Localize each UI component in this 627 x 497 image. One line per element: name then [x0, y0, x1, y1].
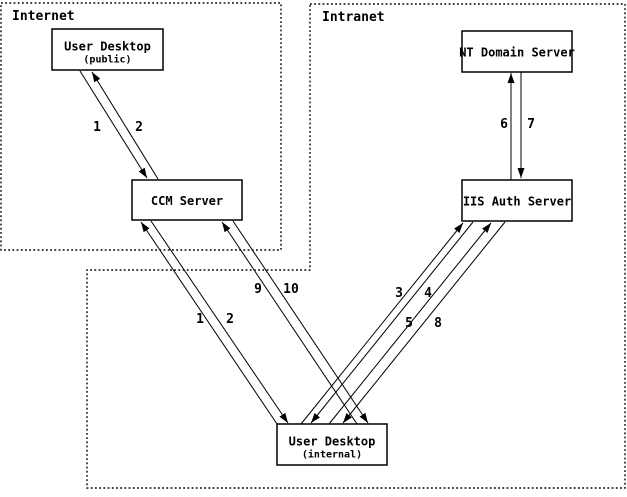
zone-intranet: Intranet — [86, 3, 626, 489]
arrow-1-public-to-ccm-line — [79, 70, 148, 179]
node-box-iis-auth-server — [461, 179, 573, 222]
arrow-4-iis-to-internal-line — [310, 221, 474, 424]
arrow-3-internal-to-iis: 3 — [300, 222, 464, 425]
node-subtitle-user-desktop-public: (public) — [83, 54, 131, 66]
arrow-9-internal-to-ccm-line — [221, 221, 358, 425]
node-subtitle-user-desktop-internal: (internal) — [302, 449, 362, 461]
arrow-1-internal-to-ccm: 1 — [140, 221, 278, 425]
arrow-2-ccm-to-public-line — [91, 71, 159, 180]
node-title-nt-domain-server: NT Domain Server — [459, 46, 575, 60]
node-box-nt-domain-server — [461, 30, 573, 73]
node-box-ccm-server — [131, 179, 243, 221]
node-title-user-desktop-internal: User Desktop — [289, 435, 376, 449]
node-title-iis-auth-server: IIS Auth Server — [463, 195, 571, 209]
node-box-user-desktop-public — [51, 28, 164, 71]
arrow-8-iis-to-internal: 8 — [342, 221, 506, 424]
arrow-1-public-to-ccm: 1 — [79, 70, 148, 179]
zone-label-internet: Internet — [12, 9, 75, 24]
arrow-4-iis-to-internal: 4 — [310, 221, 474, 424]
arrow-10-ccm-to-internal: 10 — [232, 220, 369, 424]
node-title-ccm-server: CCM Server — [151, 194, 223, 208]
node-nt-domain-server: NT Domain Server — [459, 30, 575, 73]
node-box-user-desktop-internal — [276, 423, 388, 466]
arrow-9-internal-to-ccm: 9 — [221, 221, 358, 425]
arrow-6-iis-to-nt-label: 6 — [500, 117, 508, 132]
arrow-3-internal-to-iis-line — [300, 222, 464, 425]
node-user-desktop-public: User Desktop(public) — [51, 28, 164, 71]
node-ccm-server: CCM Server — [131, 179, 243, 221]
arrow-4-iis-to-internal-label: 4 — [424, 286, 432, 301]
arrow-3-internal-to-iis-label: 3 — [395, 286, 403, 301]
arrow-2-ccm-to-public-label: 2 — [135, 120, 143, 135]
arrow-2-ccm-to-internal-line — [150, 220, 289, 424]
arrow-1-public-to-ccm-label: 1 — [93, 120, 101, 135]
arrow-9-internal-to-ccm-label: 9 — [254, 282, 262, 297]
arrow-5-internal-to-iis: 5 — [328, 222, 492, 425]
arrow-10-ccm-to-internal-label: 10 — [283, 282, 299, 297]
node-user-desktop-internal: User Desktop(internal) — [276, 423, 388, 466]
zones-layer: Internet Intranet — [0, 2, 626, 489]
arrow-1-internal-to-ccm-label: 1 — [196, 312, 204, 327]
arrow-8-iis-to-internal-line — [342, 221, 506, 424]
node-iis-auth-server: IIS Auth Server — [461, 179, 573, 222]
arrow-6-iis-to-nt: 6 — [500, 73, 515, 180]
arrow-7-nt-to-iis: 7 — [517, 72, 535, 178]
arrow-5-internal-to-iis-label: 5 — [405, 316, 413, 331]
arrow-2-ccm-to-public: 2 — [91, 71, 159, 180]
arrow-5-internal-to-iis-line — [328, 222, 492, 425]
arrow-10-ccm-to-internal-line — [232, 220, 369, 424]
zone-label-intranet: Intranet — [322, 10, 385, 25]
zone-internet: Internet — [0, 2, 282, 251]
arrow-8-iis-to-internal-label: 8 — [434, 316, 442, 331]
arrows-layer: 1 2 6 7 1 2 9 10 3 45 8 — [79, 70, 535, 425]
arrow-2-ccm-to-internal-label: 2 — [226, 312, 234, 327]
arrow-7-nt-to-iis-label: 7 — [527, 117, 535, 132]
arrow-2-ccm-to-internal: 2 — [150, 220, 289, 424]
arrow-1-internal-to-ccm-line — [140, 221, 278, 425]
zone-border-intranet — [86, 3, 626, 489]
node-title-user-desktop-public: User Desktop — [64, 40, 151, 54]
